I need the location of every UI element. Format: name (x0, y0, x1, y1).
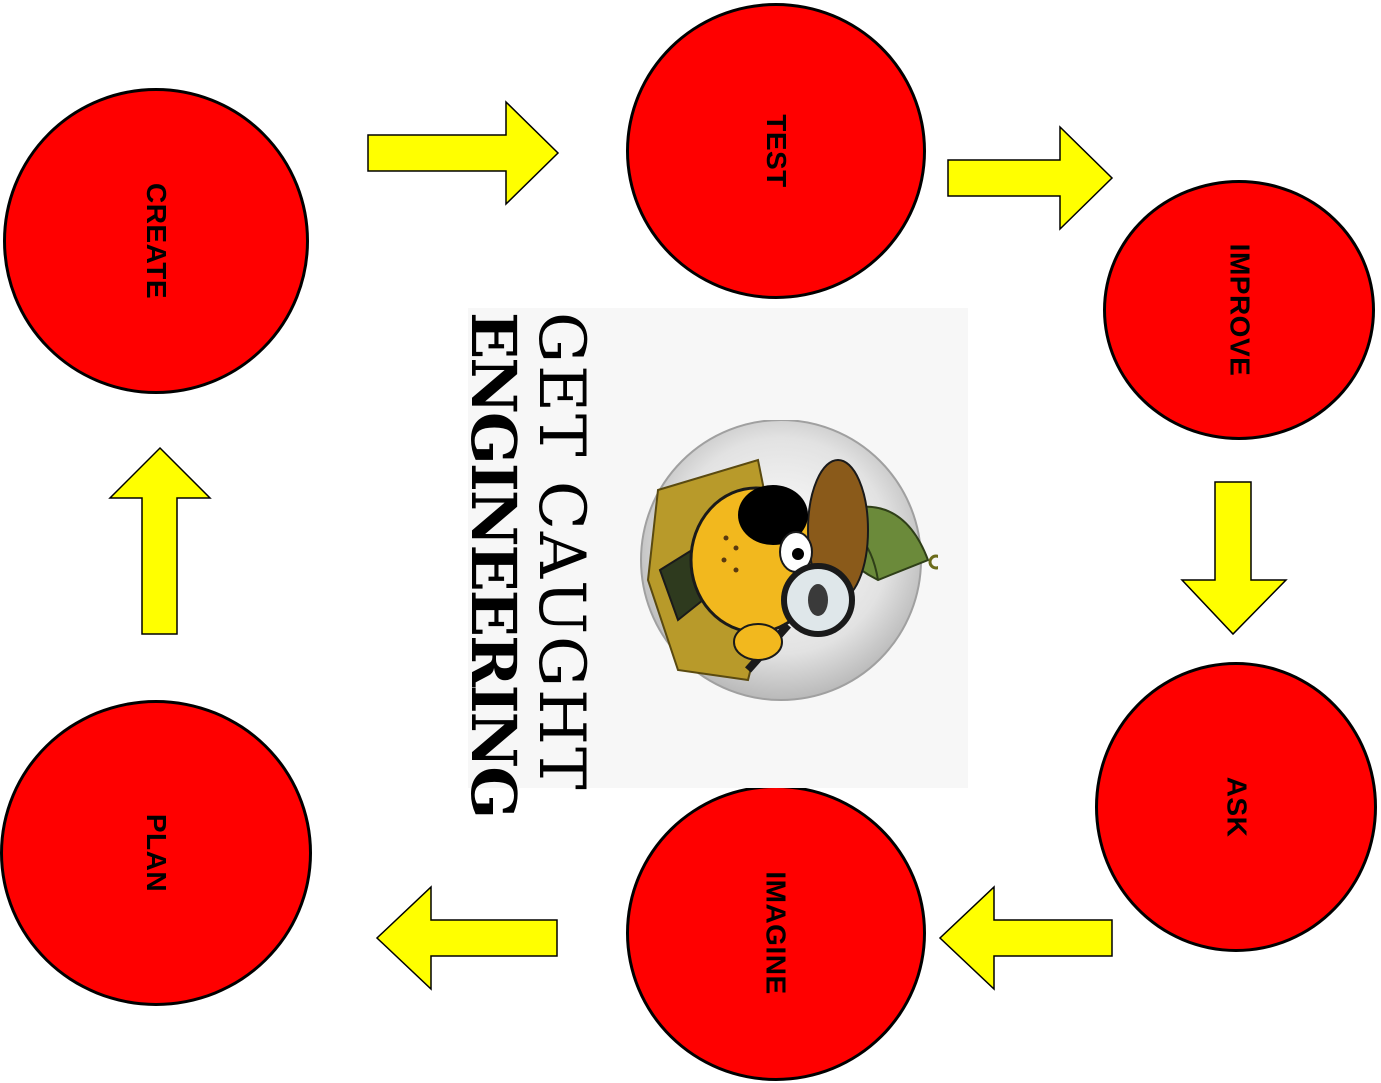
step-test-label: TEST (761, 114, 792, 188)
step-plan: PLAN (0, 700, 312, 1006)
arrow-plan-to-create (108, 446, 212, 635)
step-imagine: IMAGINE (626, 785, 926, 1081)
step-test: TEST (626, 3, 926, 299)
step-plan-label: PLAN (140, 813, 172, 893)
arrow-create-to-test (367, 100, 560, 206)
arrow-imagine-to-plan (375, 885, 558, 991)
arrow-ask-to-imagine (938, 885, 1113, 991)
arrow-improve-to-ask (1180, 481, 1288, 636)
step-improve-label: IMPROVE (1223, 243, 1255, 377)
step-improve: IMPROVE (1103, 180, 1375, 440)
detective-dog-icon (640, 420, 938, 701)
step-ask-label: ASK (1221, 776, 1252, 838)
get-caught-engineering-logo: GET CAUGHT ENGINEERING (457, 308, 968, 817)
step-imagine-label: IMAGINE (761, 871, 792, 995)
arrow-test-to-improve (947, 125, 1114, 231)
logo-title-line-2: ENGINEERING (457, 312, 530, 818)
step-create-label: CREATE (140, 182, 172, 300)
step-create: CREATE (3, 88, 309, 394)
step-ask: ASK (1095, 662, 1377, 952)
logo-title-line-1: GET CAUGHT (524, 312, 598, 792)
